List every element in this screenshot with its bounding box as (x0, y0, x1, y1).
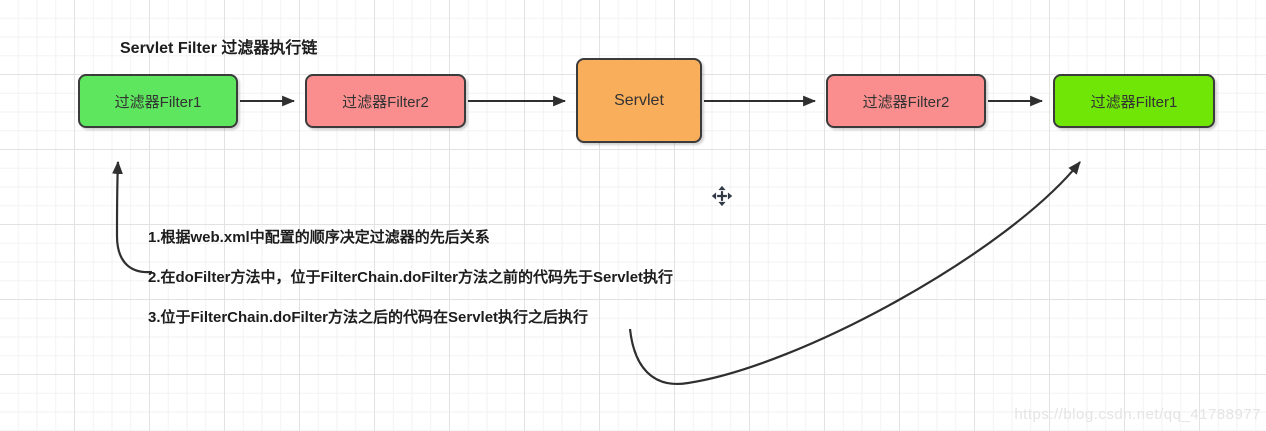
note-2: 2.在doFilter方法中，位于FilterChain.doFilter方法之… (148, 269, 674, 286)
diagram-title: Servlet Filter 过滤器执行链 (120, 40, 318, 57)
move-cursor-icon (710, 184, 734, 208)
node-label: 过滤器Filter2 (342, 93, 429, 111)
csdn-watermark: https://blog.csdn.net/qq_41788977 (1014, 406, 1261, 423)
note-3: 3.位于FilterChain.doFilter方法之后的代码在Servlet执… (148, 309, 589, 326)
node-filter1-request[interactable]: 过滤器Filter1 (78, 74, 238, 128)
node-filter2-request[interactable]: 过滤器Filter2 (305, 74, 466, 128)
curved-arrow-note-to-filter1-response (628, 161, 1081, 386)
node-filter2-response[interactable]: 过滤器Filter2 (826, 74, 986, 128)
node-label: Servlet (614, 91, 664, 109)
node-label: 过滤器Filter1 (114, 93, 202, 111)
node-filter1-response[interactable]: 过滤器Filter1 (1053, 74, 1215, 128)
node-label: 过滤器Filter2 (862, 93, 950, 111)
node-label: 过滤器Filter1 (1090, 93, 1178, 111)
node-servlet[interactable]: Servlet (576, 58, 702, 143)
curved-arrow-note-to-filter1 (112, 160, 153, 274)
note-1: 1.根据web.xml中配置的顺序决定过滤器的先后关系 (148, 229, 490, 246)
